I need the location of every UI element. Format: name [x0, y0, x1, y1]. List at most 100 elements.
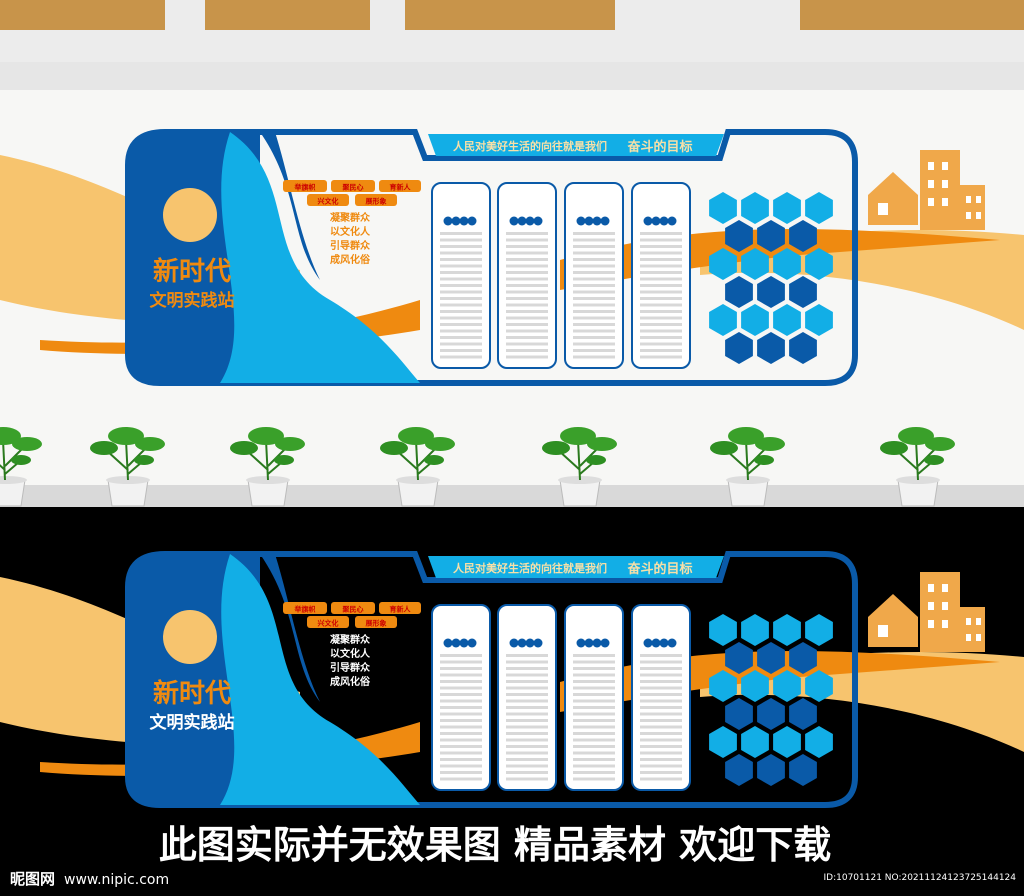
info-card: [497, 182, 557, 369]
tag: 举旗帜: [294, 183, 316, 192]
tag: 兴文化: [318, 197, 339, 206]
hexagon-photo: [725, 276, 753, 308]
tag: 展形象: [365, 619, 387, 628]
hexagon-photo: [725, 698, 753, 730]
hexagon-photo: [773, 726, 801, 758]
hexagon-photo: [805, 248, 833, 280]
hexagon-photo: [741, 192, 769, 224]
info-card: [431, 182, 491, 369]
ceiling-light: [205, 0, 370, 30]
tag: 育新人: [390, 605, 412, 614]
slogan: 以文化人: [330, 647, 371, 660]
hexagon-photo: [741, 248, 769, 280]
info-cards: [431, 182, 691, 369]
hexagon-photo: [789, 276, 817, 308]
photo-hexagons: [709, 614, 833, 786]
hexagon-photo: [741, 726, 769, 758]
slogan: 成风化俗: [330, 253, 371, 266]
hexagon-photo: [709, 248, 737, 280]
banner: [428, 134, 724, 156]
banner-text: 人民对美好生活的向往就是我们: [453, 561, 607, 575]
tag: 举旗帜: [294, 605, 316, 614]
hexagon-photo: [773, 304, 801, 336]
panel-title: 新时代: [153, 678, 231, 709]
wall-panel: 新时代 文明实践站 人民对美好生活的向往就是我们 奋斗的目标 举旗帜 聚民心 育…: [125, 129, 985, 386]
hexagon-photo: [805, 614, 833, 646]
banner-text: 人民对美好生活的向往就是我们: [453, 139, 607, 153]
slogan: 凝聚群众: [330, 633, 371, 646]
slogan: 引导群众: [330, 239, 371, 252]
hexagon-photo: [757, 642, 785, 674]
slogan: 引导群众: [330, 661, 371, 674]
wall-panel-dark: 新时代 文明实践站 人民对美好生活的向往就是我们 奋斗的目标 举旗帜 聚民心 育…: [125, 551, 985, 808]
info-card: [431, 604, 491, 791]
building-illustration: [868, 572, 985, 652]
ribbon: [220, 132, 420, 383]
building-illustration: [868, 150, 985, 230]
hexagon-photo: [709, 192, 737, 224]
tags: 举旗帜 聚民心 育新人 兴文化 展形象: [283, 602, 421, 628]
info-card: [497, 604, 557, 791]
banner-emphasis: 奋斗的目标: [626, 561, 692, 577]
info-card: [631, 604, 691, 791]
hexagon-photo: [725, 220, 753, 252]
tag: 育新人: [390, 183, 412, 192]
hexagon-photo: [805, 726, 833, 758]
hexagon-photo: [805, 192, 833, 224]
sun-circle: [163, 610, 217, 664]
info-card: [564, 604, 624, 791]
hexagon-photo: [709, 614, 737, 646]
hexagon-photo: [741, 614, 769, 646]
slogan: 凝聚群众: [330, 211, 371, 224]
site-url[interactable]: www.nipic.com: [64, 872, 169, 888]
hexagon-photo: [789, 220, 817, 252]
notice-text: 此图实际并无效果图 精品素材 欢迎下载: [159, 823, 831, 867]
panel-subtitle: 文明实践站: [150, 290, 235, 311]
hexagon-photo: [709, 304, 737, 336]
hexagon-photo: [773, 670, 801, 702]
hexagon-photo: [757, 276, 785, 308]
hexagon-photo: [789, 698, 817, 730]
hexagon-photo: [773, 248, 801, 280]
hexagon-photo: [805, 304, 833, 336]
hexagon-photo: [757, 754, 785, 786]
hexagon-photo: [789, 332, 817, 364]
hexagon-photo: [773, 192, 801, 224]
hexagon-photo: [725, 332, 753, 364]
photo-hexagons: [709, 192, 833, 364]
ceiling-light: [800, 0, 1024, 30]
site-logo: 昵图网: [10, 870, 55, 888]
ceiling-light: [0, 0, 165, 30]
slogans: 凝聚群众 以文化人 引导群众 成风化俗: [330, 633, 371, 688]
tag: 聚民心: [342, 605, 364, 614]
slogan: 成风化俗: [330, 675, 371, 688]
ribbon: [220, 554, 420, 805]
info-card: [631, 182, 691, 369]
banner: [428, 556, 724, 578]
info-cards: [431, 604, 691, 791]
banner-emphasis: 奋斗的目标: [626, 139, 692, 155]
sun-circle: [163, 188, 217, 242]
floor: [0, 485, 1024, 507]
id-text: ID:10701121 NO:20211124123725144124: [824, 873, 1017, 883]
tag: 展形象: [365, 197, 387, 206]
panel-subtitle: 文明实践站: [150, 712, 235, 733]
slogans: 凝聚群众 以文化人 引导群众 成风化俗: [330, 211, 371, 266]
panel-title: 新时代: [153, 256, 231, 287]
slogan: 以文化人: [330, 225, 371, 238]
tag: 聚民心: [342, 183, 364, 192]
hexagon-photo: [709, 726, 737, 758]
info-card: [564, 182, 624, 369]
tag: 兴文化: [318, 619, 339, 628]
hexagon-photo: [789, 642, 817, 674]
hexagon-photo: [757, 698, 785, 730]
hexagon-photo: [709, 670, 737, 702]
hexagon-photo: [757, 332, 785, 364]
hexagon-photo: [805, 670, 833, 702]
hexagon-photo: [741, 670, 769, 702]
hexagon-photo: [789, 754, 817, 786]
hexagon-photo: [725, 642, 753, 674]
hexagon-photo: [773, 614, 801, 646]
hexagon-photo: [757, 220, 785, 252]
